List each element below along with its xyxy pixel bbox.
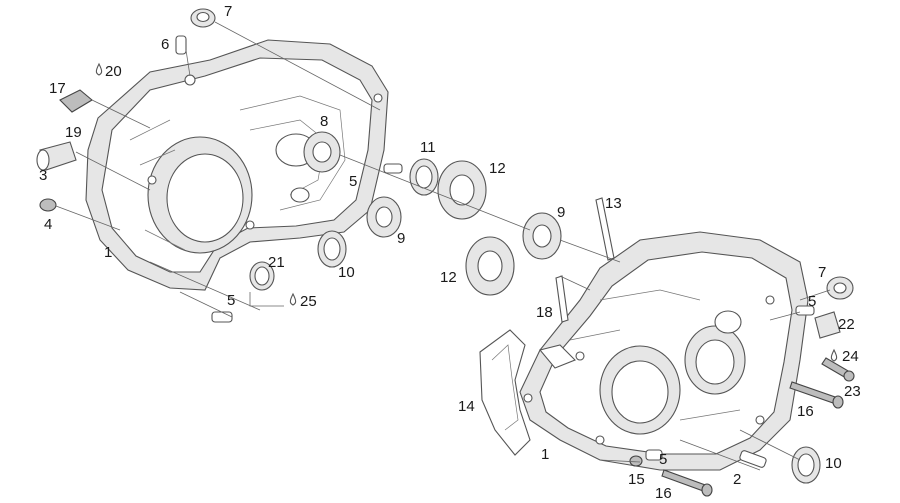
callout-23: 23 [844,383,861,400]
callout-5-lower: 5 [227,292,235,309]
callout-5-mid: 5 [349,173,357,190]
callout-18: 18 [536,304,553,321]
gasket [479,329,531,456]
callout-2: 2 [733,471,741,488]
callout-15: 15 [628,471,645,488]
leader-lines [55,21,831,471]
sealant-droplet-icon-25 [289,292,297,306]
right-crankcase-half [519,231,809,471]
callout-5-bottom: 5 [659,451,667,468]
callout-4: 4 [44,216,52,233]
callout-25: 25 [300,293,317,310]
callout-10-right: 10 [825,455,842,472]
callout-labels: 7 6 20 17 19 3 4 1 8 11 12 5 9 10 21 25 … [39,3,861,502]
callout-8: 8 [320,113,328,130]
callout-9-right: 9 [557,204,565,221]
callout-17: 17 [49,80,66,97]
sealant-droplet-icon-20 [95,62,103,76]
callout-1-right: 1 [541,446,549,463]
callout-24: 24 [842,348,859,365]
sealant-droplet-icon-24 [830,348,838,362]
callout-3: 3 [39,167,47,184]
callout-16-right: 16 [797,403,814,420]
callout-7-top: 7 [224,3,232,20]
callout-13: 13 [605,195,622,212]
callout-16-bottom: 16 [655,485,672,502]
sealant-symbols [95,62,838,362]
callout-20: 20 [105,63,122,80]
right-small-parts [465,197,855,497]
callout-12-top: 12 [489,160,506,177]
callout-6: 6 [161,36,169,53]
callout-5-right: 5 [808,293,816,310]
callout-21: 21 [268,254,285,271]
callout-11: 11 [420,139,436,156]
left-small-parts [36,8,487,323]
left-crankcase-half [85,39,389,291]
callout-7-right: 7 [818,264,826,281]
callout-10-left: 10 [338,264,355,281]
callout-22: 22 [838,316,855,333]
callout-12-right: 12 [440,269,457,286]
callout-14: 14 [458,398,475,415]
callout-1-left: 1 [104,244,112,261]
callout-9-left: 9 [397,230,405,247]
callout-19: 19 [65,124,82,141]
